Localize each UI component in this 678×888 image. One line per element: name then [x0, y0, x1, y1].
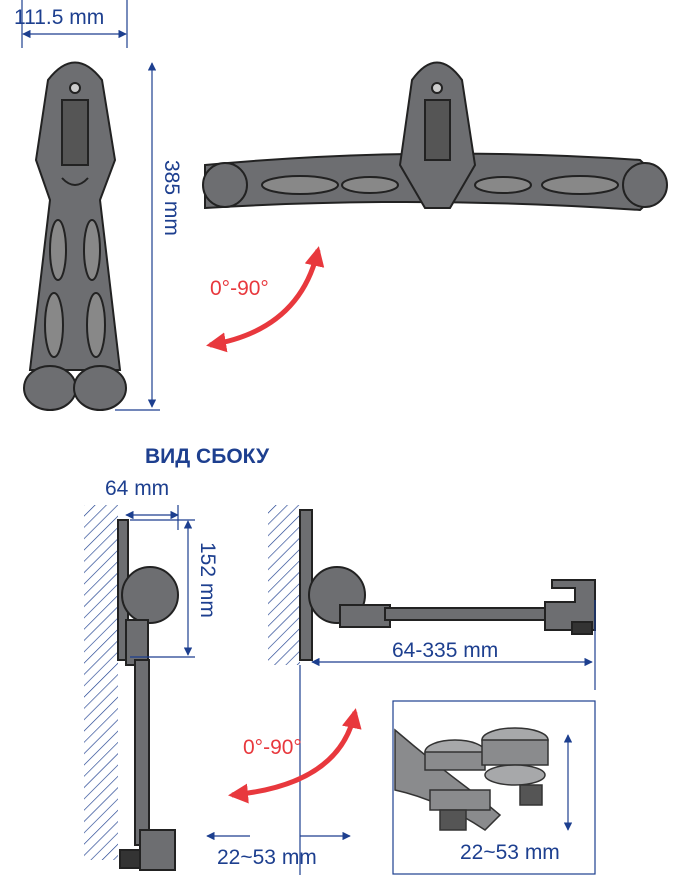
wall-middle: [268, 505, 300, 665]
clamp-range-side-label: 22~53 mm: [217, 846, 317, 869]
side-view-title: ВИД СБОКУ: [145, 445, 270, 468]
folded-arm-side: [117, 519, 179, 871]
extended-arm-side: [299, 509, 596, 661]
depth-folded-label: 64 mm: [105, 477, 170, 500]
rotation-arrow-front: [206, 246, 325, 353]
side-dimensions-left: [125, 505, 195, 658]
extended-arm-front: [202, 61, 668, 212]
clamp-inset: [392, 700, 596, 875]
rotation-front-label: 0°-90°: [210, 277, 269, 300]
width-folded-label: 111.5 mm: [14, 6, 105, 29]
height-dimension: [115, 62, 160, 411]
rotation-side-label: 0°-90°: [243, 736, 302, 759]
folded-arm-front: [23, 61, 127, 411]
plate-height-label: 152 mm: [196, 542, 219, 618]
wall-left: [84, 505, 118, 860]
width-dimension: [21, 0, 128, 48]
clamp-range-inset-label: 22~53 mm: [460, 841, 560, 864]
height-folded-label: 385 mm: [160, 160, 183, 236]
extension-label: 64-335 mm: [392, 639, 499, 662]
rotation-arrow-side: [228, 708, 362, 804]
